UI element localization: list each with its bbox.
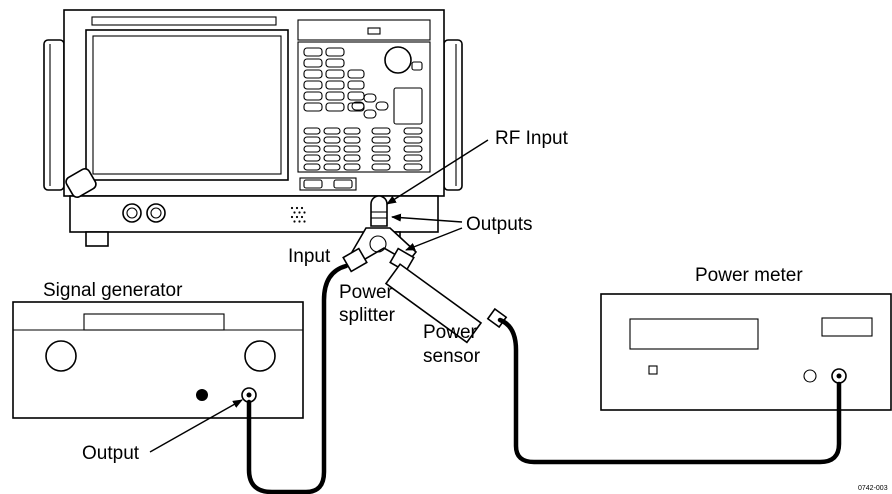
keypad-key — [375, 101, 389, 111]
keypad-key — [403, 136, 423, 144]
keypad-key — [411, 61, 423, 71]
keypad-key — [323, 136, 341, 144]
keypad-key — [325, 58, 345, 68]
keypad-key — [303, 145, 321, 153]
keypad-key — [403, 145, 423, 153]
keypad-key — [303, 58, 323, 68]
speaker-hole — [300, 215, 304, 219]
outputs-label: Outputs — [466, 214, 533, 235]
power-button — [65, 168, 97, 198]
keypad-key — [363, 109, 377, 119]
keypad-key — [347, 80, 365, 90]
power-splitter-label-line1: Power — [339, 282, 394, 303]
keypad-key — [343, 127, 361, 135]
speaker-hole — [295, 215, 299, 219]
keypad-key — [403, 127, 423, 135]
speaker-hole — [298, 211, 301, 214]
keypad-key — [325, 69, 345, 79]
power-sensor-label-line1: Power — [423, 322, 478, 343]
speaker-hole — [290, 206, 294, 210]
keypad-key — [303, 80, 323, 90]
keypad-key — [303, 47, 323, 57]
power-meter — [600, 293, 892, 411]
keypad-key — [343, 136, 361, 144]
keypad-key — [371, 163, 391, 171]
keypad-key — [323, 163, 341, 171]
rf-input-arrow — [386, 139, 489, 205]
keypad-key — [351, 101, 365, 111]
tuning-knob-icon — [384, 46, 412, 74]
speaker-grille-icon — [290, 206, 306, 223]
cable-generator-to-splitter — [246, 263, 349, 494]
keypad-key — [343, 154, 361, 162]
keypad-key — [323, 145, 341, 153]
keypad-key — [303, 127, 321, 135]
power-splitter-label-line2: splitter — [339, 305, 396, 326]
keypad-key — [303, 91, 323, 101]
keypad-key — [303, 154, 321, 162]
input-label: Input — [288, 246, 331, 267]
speaker-hole — [293, 211, 296, 214]
speaker-hole — [295, 206, 299, 210]
front-panel-keypad — [303, 47, 423, 171]
keypad-key — [371, 136, 391, 144]
keypad-key — [371, 154, 391, 162]
keypad-key — [403, 154, 423, 162]
figure-number: 0742-003 — [858, 485, 888, 492]
keypad-key — [303, 136, 321, 144]
keypad-key — [325, 80, 345, 90]
keypad-key — [303, 102, 323, 112]
cable-sensor-to-meter — [497, 317, 842, 465]
keypad-key — [325, 47, 345, 57]
speaker-hole — [298, 220, 301, 223]
speaker-hole — [303, 211, 306, 214]
spectrum-analyzer — [43, 9, 463, 247]
keypad-key — [403, 163, 423, 171]
keypad-key — [343, 145, 361, 153]
signal-generator — [12, 301, 304, 419]
power-sensor-label-line2: sensor — [423, 346, 481, 367]
keypad-key — [393, 87, 423, 125]
outputs-arrow-upper — [391, 213, 463, 223]
speaker-hole — [300, 206, 304, 210]
power-splitter — [342, 227, 418, 273]
keypad-key — [343, 163, 361, 171]
signal-generator-label: Signal generator — [43, 280, 183, 301]
rf-input-connector — [370, 195, 388, 227]
output-arrow — [149, 399, 243, 453]
output-label: Output — [82, 443, 140, 464]
keypad-key — [363, 93, 377, 103]
keypad-key — [323, 154, 341, 162]
outputs-arrow-lower — [405, 227, 463, 251]
keypad-key — [303, 163, 321, 171]
keypad-key — [371, 145, 391, 153]
keypad-key — [325, 91, 345, 101]
power-meter-label: Power meter — [695, 265, 803, 286]
keypad-key — [325, 102, 345, 112]
keypad-key — [371, 127, 391, 135]
speaker-hole — [303, 220, 306, 223]
speaker-hole — [290, 215, 294, 219]
power-sensor — [384, 263, 508, 344]
keypad-key — [303, 69, 323, 79]
speaker-hole — [293, 220, 296, 223]
keypad-key — [347, 69, 365, 79]
keypad-key — [323, 127, 341, 135]
rf-input-label: RF Input — [495, 128, 569, 149]
